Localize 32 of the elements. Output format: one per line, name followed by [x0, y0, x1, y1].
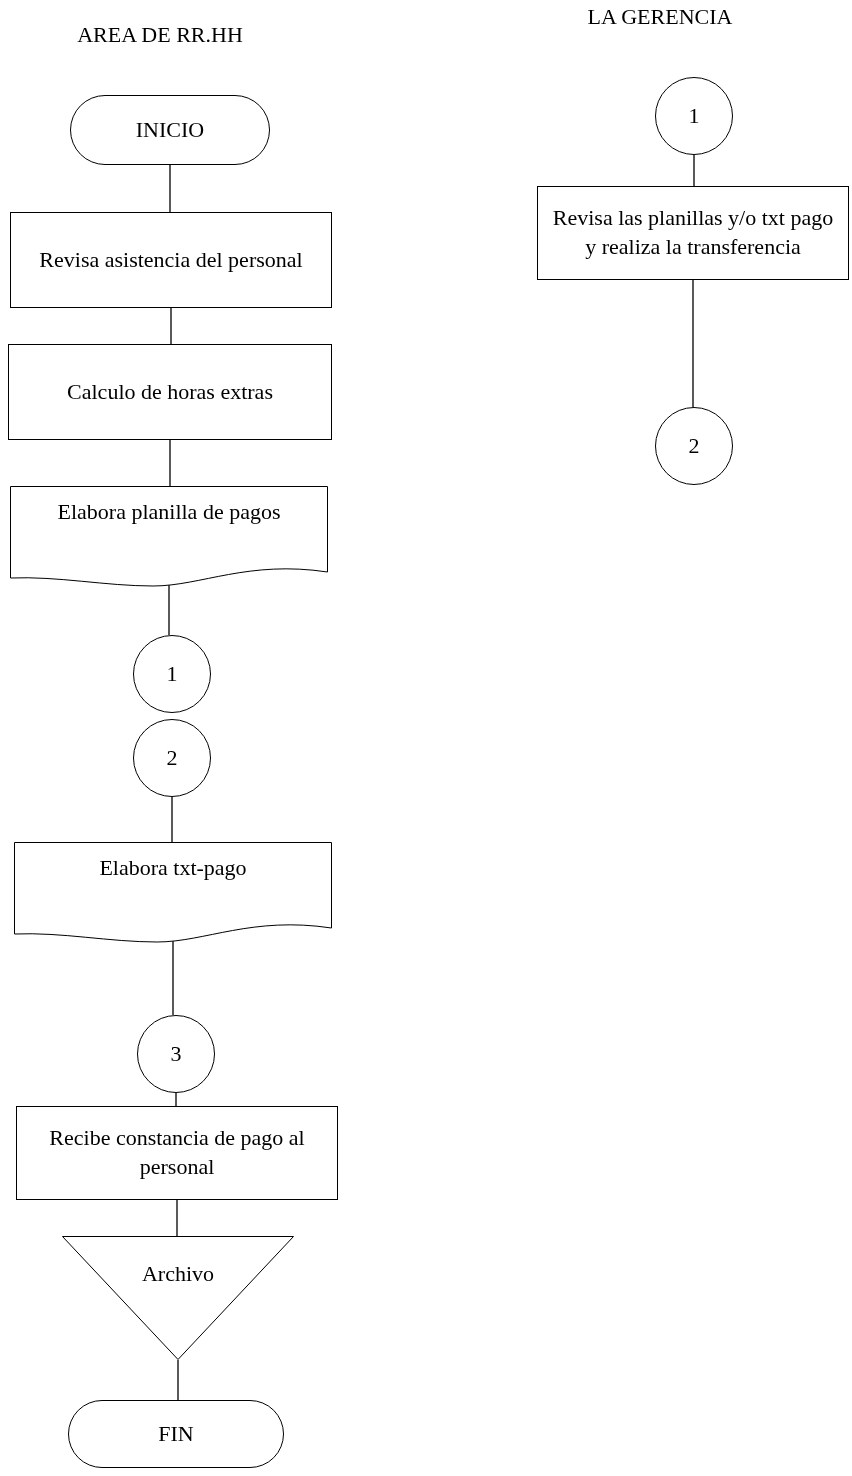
connector-line: [169, 439, 171, 487]
connector-line: [169, 164, 171, 213]
document-shape: [14, 842, 332, 946]
connector-line: [692, 279, 694, 408]
node-text: Elabora txt-pago: [98, 854, 248, 882]
node-text: Recibe constancia de pago al personal: [48, 1124, 306, 1181]
node-text: 1: [687, 101, 701, 130]
connector-line: [693, 154, 695, 187]
process-box: [16, 1106, 338, 1200]
node-text: Elabora planilla de pagos: [56, 498, 282, 526]
process-box: [10, 212, 332, 308]
connector-line: [175, 1092, 177, 1107]
node-text: Archivo: [140, 1260, 216, 1288]
process-box: [8, 344, 332, 440]
connector-line: [176, 1199, 178, 1237]
node-text: Revisa las planillas y/o txt pago y realiza la transferencia: [551, 204, 835, 261]
node-text: INICIO: [134, 115, 206, 144]
connector-line: [170, 307, 172, 345]
node-text: Calculo de horas extras: [66, 377, 274, 406]
storage-triangle: [62, 1236, 294, 1360]
node-text: 1: [165, 659, 179, 688]
node-text: FIN: [157, 1419, 195, 1448]
connector-line: [171, 796, 173, 843]
column-heading: LA GERENCIA: [586, 3, 734, 31]
connector-line: [177, 1359, 179, 1401]
node-text: 2: [687, 431, 701, 460]
node-text: 3: [169, 1039, 183, 1068]
process-box: [537, 186, 849, 280]
document-shape: [10, 486, 328, 590]
node-text: Revisa asistencia del personal: [38, 245, 304, 274]
node-text: 2: [165, 743, 179, 772]
column-heading: AREA DE RR.HH: [76, 21, 244, 49]
